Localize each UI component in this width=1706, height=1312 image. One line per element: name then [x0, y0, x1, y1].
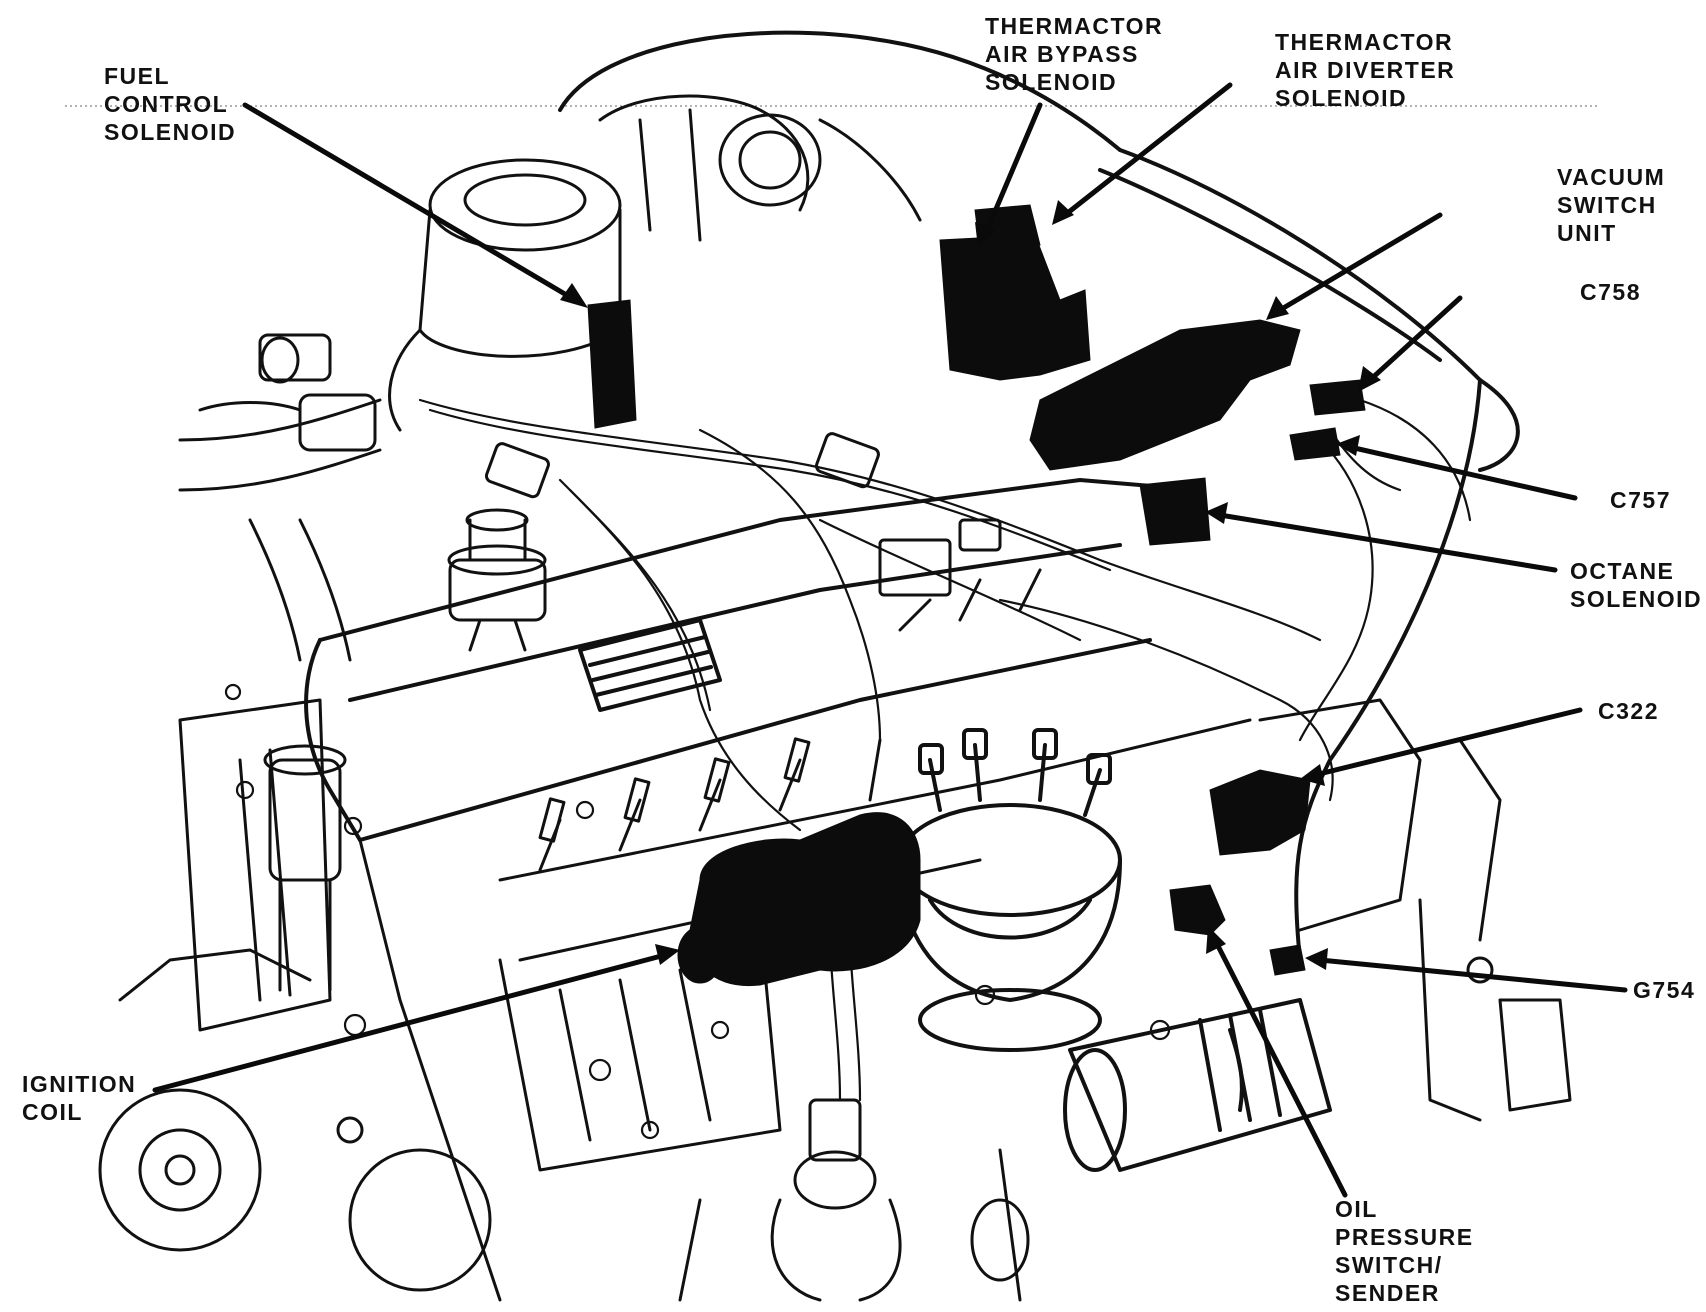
leader-vacuum-switch [1277, 212, 1443, 313]
throttle-body [388, 94, 922, 432]
engine-block [178, 698, 1252, 1302]
label-oil-pressure-switch-sender: OIL PRESSURE SWITCH/ SENDER [1335, 1195, 1474, 1307]
label-line: FUEL [104, 63, 171, 89]
label-c757: C757 [1610, 486, 1671, 514]
label-ignition-coil: IGNITION COIL [22, 1070, 136, 1126]
ignition-coil-end-shape [677, 926, 723, 984]
arrow-thermactor-bypass [975, 222, 996, 248]
label-line: AIR DIVERTER [1275, 57, 1456, 83]
label-line: AIR BYPASS [985, 41, 1139, 67]
harness-outline [558, 30, 1520, 962]
label-line: SENDER [1335, 1280, 1440, 1306]
center-connectors [484, 432, 1002, 597]
label-line: SWITCH [1557, 192, 1657, 218]
oil-filler-cap [447, 508, 547, 652]
label-line: SOLENOID [1275, 85, 1408, 111]
wiring-runs [418, 398, 1472, 1102]
label-line: THERMACTOR [985, 13, 1164, 39]
leader-octane-solenoid [1217, 512, 1558, 573]
label-line: G754 [1633, 977, 1696, 1003]
spark-plugs [538, 568, 1042, 872]
label-line: CONTROL [104, 91, 229, 117]
leader-thermactor-diverter [1062, 82, 1233, 218]
oil-pressure-switch-shape [1169, 884, 1226, 936]
c757-connector-shape [1289, 427, 1341, 461]
label-line: PRESSURE [1335, 1224, 1474, 1250]
intake-hoses [178, 333, 382, 662]
label-thermactor-air-bypass-solenoid: THERMACTOR AIR BYPASS SOLENOID [985, 12, 1163, 96]
arrow-oil-pressure [1206, 926, 1226, 954]
label-line: C758 [1580, 279, 1641, 305]
label-fuel-control-solenoid: FUEL CONTROL SOLENOID [104, 62, 236, 146]
leader-c322 [1312, 707, 1583, 778]
g754-ground-shape [1269, 944, 1306, 976]
label-octane-solenoid: OCTANE SOLENOID [1570, 557, 1702, 613]
leader-c758 [1367, 295, 1463, 383]
arrow-vacuum-switch [1266, 296, 1289, 320]
fuel-control-solenoid-shape [587, 299, 637, 429]
label-c322: C322 [1598, 697, 1659, 725]
label-line: SOLENOID [104, 119, 237, 145]
label-vacuum-switch-unit: VACUUM SWITCH UNIT [1557, 163, 1665, 247]
leader-fuel-control-solenoid [242, 102, 578, 303]
label-line: COIL [22, 1099, 83, 1125]
label-line: SOLENOID [1570, 586, 1703, 612]
arrow-c758 [1358, 366, 1381, 392]
label-line: THERMACTOR [1275, 29, 1454, 55]
label-g754: G754 [1633, 976, 1695, 1004]
label-line: VACUUM [1557, 164, 1666, 190]
label-line: IGNITION [22, 1071, 137, 1097]
label-thermactor-air-diverter-solenoid: THERMACTOR AIR DIVERTER SOLENOID [1275, 28, 1455, 112]
arrow-thermactor-diverter [1052, 200, 1074, 225]
octane-solenoid-shape [1139, 477, 1211, 546]
arrow-fuel-control-solenoid [560, 283, 588, 308]
label-line: OCTANE [1570, 558, 1675, 584]
lower-assembly [678, 1098, 1030, 1302]
leader-c757 [1347, 444, 1578, 501]
label-line: SOLENOID [985, 69, 1118, 95]
bolts [224, 683, 1171, 1140]
arrow-c757 [1336, 435, 1360, 456]
arrow-g754 [1305, 948, 1328, 970]
label-line: OIL [1335, 1196, 1378, 1222]
water-pump [98, 948, 492, 1292]
arrow-ignition-coil [655, 944, 680, 965]
arrow-c322 [1300, 764, 1325, 786]
ignition-coil-shape [689, 812, 921, 987]
arrow-octane-solenoid [1205, 502, 1228, 524]
leader-oil-pressure [1212, 937, 1348, 1198]
vacuum-switch-unit-shape [1029, 319, 1301, 471]
c322-connector-shape [1209, 769, 1311, 856]
leader-thermactor-bypass [982, 102, 1043, 238]
label-line: C322 [1598, 698, 1659, 724]
oil-filter [1063, 998, 1332, 1172]
c758-connector-shape [1309, 379, 1366, 416]
label-line: C757 [1610, 487, 1671, 513]
label-c758: C758 [1580, 278, 1641, 306]
leader-ignition-coil [152, 952, 668, 1093]
label-line: UNIT [1557, 220, 1617, 246]
valve-cover [304, 478, 1202, 842]
right-bracket [1258, 698, 1572, 1122]
thermactor-solenoid-block-shape [939, 234, 1091, 381]
leader-g754 [1317, 957, 1628, 993]
label-line: SWITCH/ [1335, 1252, 1443, 1278]
